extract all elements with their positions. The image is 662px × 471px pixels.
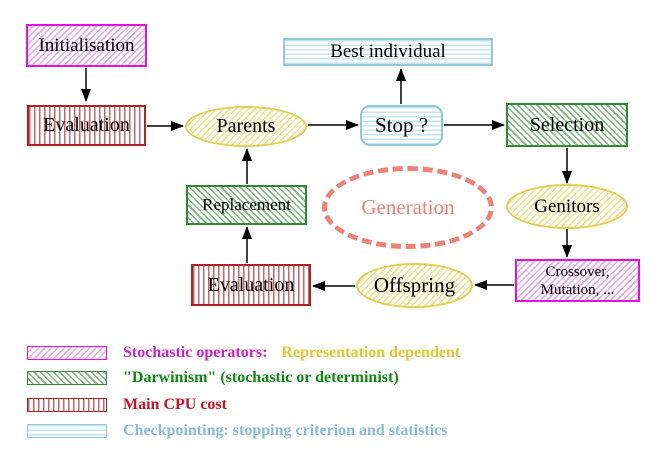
- legend-text-stochastic-operators: Stochastic operators:: [123, 344, 268, 361]
- node-parents-label: Parents: [216, 115, 276, 137]
- node-offspring: Offspring: [356, 263, 473, 308]
- node-best-individual: Best individual: [283, 38, 493, 66]
- node-evaluation-top: Evaluation: [27, 105, 146, 146]
- legend-text-representation-dependent: Representation dependent: [281, 344, 461, 361]
- legend-text-main-cpu-cost: Main CPU cost: [123, 396, 227, 413]
- node-generation: Generation: [322, 166, 494, 249]
- node-evaluation-top-label: Evaluation: [43, 114, 130, 136]
- node-parents: Parents: [185, 106, 307, 147]
- legend-swatch-green-hatch: [27, 371, 107, 385]
- node-stop-label: Stop ?: [374, 113, 429, 137]
- node-crossover-line1: Crossover,: [545, 263, 610, 280]
- legend-swatch-magenta-hatch: [27, 346, 107, 360]
- node-initialisation: Initialisation: [26, 24, 147, 67]
- legend-row-main-cpu-cost: Main CPU cost: [27, 396, 227, 414]
- node-selection-label: Selection: [529, 113, 605, 136]
- node-genitors-label: Genitors: [534, 195, 600, 217]
- node-crossover-mutation: Crossover, Mutation, ...: [515, 259, 640, 302]
- node-replacement: Replacement: [186, 185, 307, 225]
- node-stop: Stop ?: [360, 105, 443, 146]
- node-best-individual-label: Best individual: [330, 41, 446, 62]
- legend-swatch-cyan-stripes: [27, 424, 107, 438]
- node-evaluation-bottom: Evaluation: [191, 264, 311, 306]
- legend-swatch-red-stripes: [27, 398, 107, 412]
- legend-text-darwinism: "Darwinism" (stochastic or determinist): [123, 369, 399, 386]
- legend-text-checkpointing: Checkpointing: stopping criterion and st…: [123, 422, 448, 439]
- legend-row-checkpointing: Checkpointing: stopping criterion and st…: [27, 422, 447, 440]
- node-initialisation-label: Initialisation: [38, 34, 135, 56]
- node-genitors: Genitors: [506, 184, 628, 229]
- node-evaluation-bottom-label: Evaluation: [207, 273, 295, 296]
- node-replacement-label: Replacement: [202, 195, 291, 214]
- node-crossover-line2: Mutation, ...: [540, 281, 615, 298]
- node-generation-label: Generation: [361, 195, 455, 219]
- legend-row-stochastic-operators: Stochastic operators: Representation dep…: [27, 344, 460, 362]
- legend-row-darwinism: "Darwinism" (stochastic or determinist): [27, 369, 399, 387]
- node-selection: Selection: [506, 103, 628, 147]
- node-offspring-label: Offspring: [373, 273, 456, 297]
